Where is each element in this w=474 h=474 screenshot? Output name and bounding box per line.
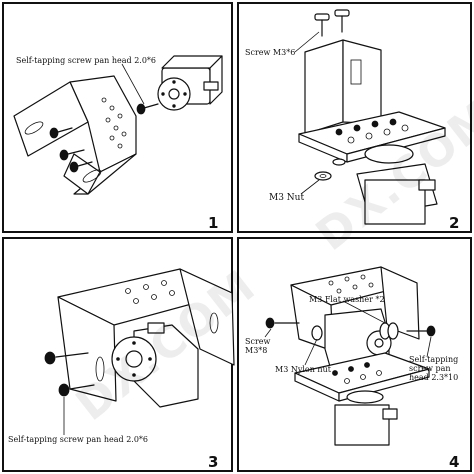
step-4-illustration — [264, 266, 436, 446]
step-4-number: 4 — [449, 453, 460, 471]
step-1-panel: Self-tapping screw pan head 2.0*6 1 — [2, 2, 233, 233]
step-3-panel: Self-tapping screw pan head 2.0*6 3 — [2, 237, 235, 472]
step-3-label-self-tapping-screw: Self-tapping screw pan head 2.0*6 — [8, 435, 149, 444]
step-2-label-screw-m3x6: Screw M3*6 — [245, 48, 296, 57]
step-4-label-screw-m3x8: Screw M3*8 — [245, 337, 271, 355]
step-1-illustration — [13, 55, 223, 195]
step-2-label-m3-nut: M3 Nut — [269, 193, 305, 203]
step-4-label-nylon-nut: M3 Nylon nut — [275, 365, 331, 374]
step-1-number: 1 — [208, 214, 219, 232]
step-2-panel: Screw M3*6 M3 Nut 2 — [237, 2, 472, 233]
step-1-label-self-tapping-screw: Self-tapping screw pan head 2.0*6 — [16, 56, 157, 65]
step-4-panel: M3 Flat washer *2 Screw M3*8 M3 Nylon nu… — [237, 237, 472, 472]
step-3-illustration — [44, 268, 235, 435]
step-4-label-self-tapping-screw: Self-tapping screw pan head 2.3*10 — [409, 355, 459, 382]
step-2-number: 2 — [449, 214, 460, 232]
step-4-label-flat-washer: M3 Flat washer *2 — [309, 295, 385, 304]
step-3-number: 3 — [208, 453, 219, 471]
step-2-illustration — [294, 9, 446, 225]
